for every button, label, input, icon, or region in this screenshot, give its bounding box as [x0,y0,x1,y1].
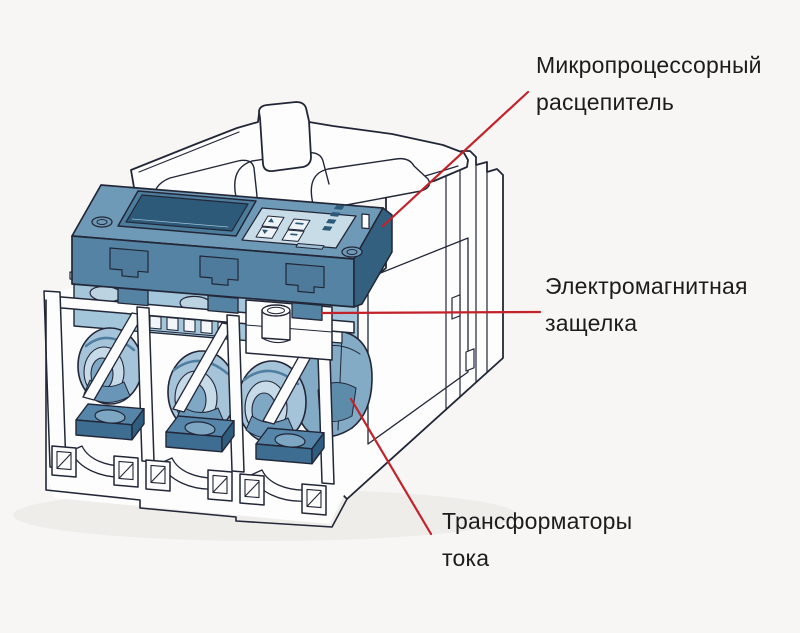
terminal-pad-1 [75,403,145,441]
label-trip-unit-line2: расцепитель [536,89,674,115]
label-ct-line2: тока [442,545,490,571]
housing-right-panel [336,150,504,500]
keypad-down-button [255,226,279,239]
terminal-pad-2 [165,415,235,453]
label-latch-line2: защелка [545,310,638,336]
mounting-foot [145,459,171,492]
label-current-transformers: Трансформаторы тока [442,503,632,577]
leader-lines [320,90,542,536]
leader-line-latch [320,310,542,315]
base-outline [45,299,348,528]
terminal-pads [75,403,325,465]
leader-line-transformers [349,397,433,536]
trip-unit [71,184,393,321]
mounting-foot [51,445,77,478]
trip-unit-keypad [241,205,357,250]
keypad-enter-button [281,229,305,242]
label-electromagnetic-latch: Электромагнитная защелка [545,268,748,342]
label-trip-unit: Микропроцессорный расцепитель [536,47,762,121]
mounting-feet [51,445,327,516]
label-ct-line1: Трансформаторы [442,508,633,534]
toggle-handle [258,101,312,173]
trip-unit-display [117,190,257,237]
label-trip-unit-line1: Микропроцессорный [536,52,762,78]
mounting-foot [301,483,327,516]
mounting-foot [207,469,233,502]
terminal-pad-3 [255,427,325,465]
keypad-esc-button [287,218,311,231]
mounting-foot [239,473,265,506]
latch-pin [361,213,370,230]
mounting-foot [113,455,139,488]
leader-line-trip-unit [381,90,530,228]
label-latch-line1: Электромагнитная [545,273,748,299]
